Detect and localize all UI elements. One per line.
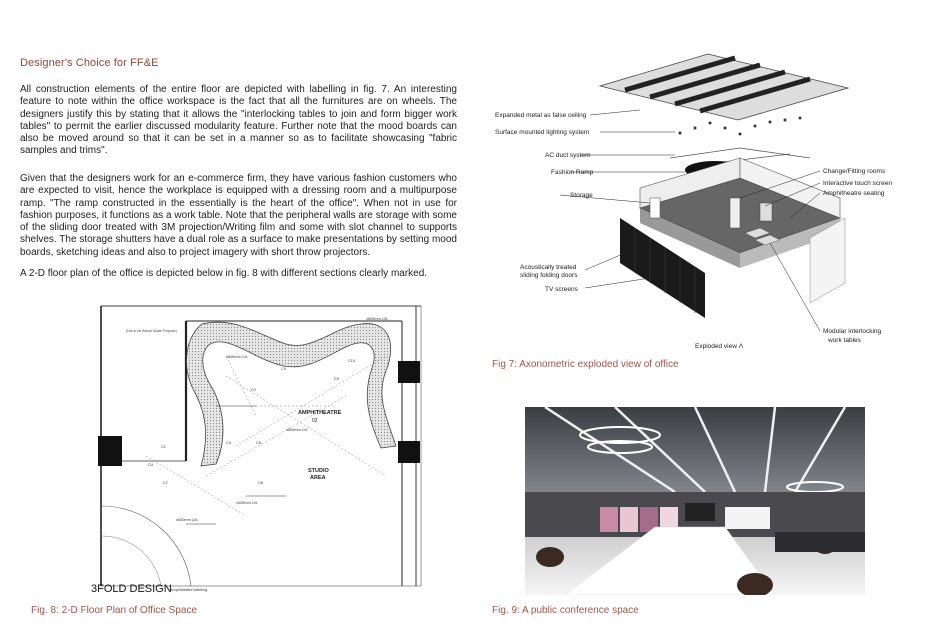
section-mark: C4 <box>148 463 153 467</box>
figure-7-caption: Fig 7: Axonometric exploded view of offi… <box>492 359 679 370</box>
section-mark: C2 <box>251 388 256 392</box>
section-mark: C10 <box>348 359 355 363</box>
section-mark: C1 <box>161 445 166 449</box>
level-marker: ±600mm LVL <box>226 355 248 359</box>
paragraph-floor-plan-intro: A 2-D floor plan of the office is depict… <box>20 268 428 279</box>
section-mark: C7 <box>163 481 168 485</box>
floor-plan-figure: (Not to be Actual Scale Purpose) AMPHITH… <box>86 296 426 598</box>
level-marker: ±600mm LVL <box>176 518 198 522</box>
label-false-ceiling: Expanded metal as false ceiling <box>495 112 587 119</box>
label-acoustic-2: sliding folding doors <box>520 272 578 279</box>
label-touch-screen: Interactive touch screen <box>823 180 892 187</box>
label-work-tables-1: Modular interlocking <box>823 328 882 335</box>
amphitheatre-number: 02 <box>312 418 318 424</box>
right-storage-wall <box>809 217 846 304</box>
label-lighting: Surface mounted lighting system <box>495 129 589 136</box>
axonometric-figure: Expanded metal as false ceiling Surface … <box>490 48 910 358</box>
label-ac-duct: AC duct system <box>545 152 591 159</box>
acoustic-folding-doors <box>620 218 705 318</box>
axonometric-drawing: Expanded metal as false ceiling Surface … <box>495 53 892 350</box>
section-mark: C6 <box>256 441 261 445</box>
label-storage: Storage <box>570 192 593 199</box>
label-tv-screens: TV screens <box>545 286 579 293</box>
floor-plan-brand-sub: Amphitheatre Marking <box>170 588 207 592</box>
section-mark: C3 <box>226 441 231 445</box>
false-ceiling <box>598 53 850 121</box>
door-swing-arc <box>100 535 162 587</box>
studio-area-label: AREA <box>310 475 326 481</box>
touch-screen <box>759 202 773 222</box>
level-marker: ±800mm LVL <box>286 428 308 432</box>
side-wall <box>739 157 841 219</box>
paragraph-construction-elements: All construction elements of the entire … <box>20 84 457 157</box>
section-mark: C9 <box>334 377 339 381</box>
column-block <box>98 436 122 466</box>
paragraph-ecommerce-firm: Given that the designers work for an e-c… <box>20 173 457 258</box>
storage-unit <box>649 197 661 219</box>
conference-table <box>564 526 776 595</box>
column-block <box>398 361 420 383</box>
label-acoustic-1: Acoustically treated <box>520 264 577 271</box>
label-fashion-ramp: Fashion Ramp <box>551 169 594 176</box>
amphitheatre-label: AMPHITHEATRE <box>298 410 342 416</box>
conference-photo <box>525 407 865 595</box>
door-swing-arc <box>100 505 192 587</box>
column-block <box>398 441 420 463</box>
floor-plan-brand: 3FOLD DESIGN <box>91 583 172 595</box>
label-work-tables-2: work tables <box>827 337 862 344</box>
floor-plan-drawing: (Not to be Actual Scale Purpose) AMPHITH… <box>91 305 422 595</box>
figure-8-caption: Fig. 8: 2-D Floor Plan of Office Space <box>31 605 198 616</box>
label-amphitheatre-seating: Amphitheatre seating <box>823 190 885 197</box>
figure-9-caption: Fig. 9: A public conference space <box>492 605 639 616</box>
section-mark: C8 <box>258 481 263 485</box>
section-heading: Designer's Choice for FF&E <box>20 57 159 69</box>
fashion-ramp-hatch <box>186 321 397 467</box>
label-fitting-rooms: Change/Fitting rooms <box>823 168 886 175</box>
conference-photo-render <box>525 407 865 595</box>
level-marker: ±000mm LVL <box>236 501 258 505</box>
label-exploded-view: Exploded view Λ <box>695 343 744 350</box>
studio-label: STUDIO <box>308 468 330 474</box>
plan-note: (Not to be Actual Scale Purpose) <box>126 329 177 333</box>
section-mark: C5 <box>281 367 286 371</box>
fitting-room <box>729 197 741 229</box>
level-marker: ±800mm LVL <box>366 317 388 321</box>
